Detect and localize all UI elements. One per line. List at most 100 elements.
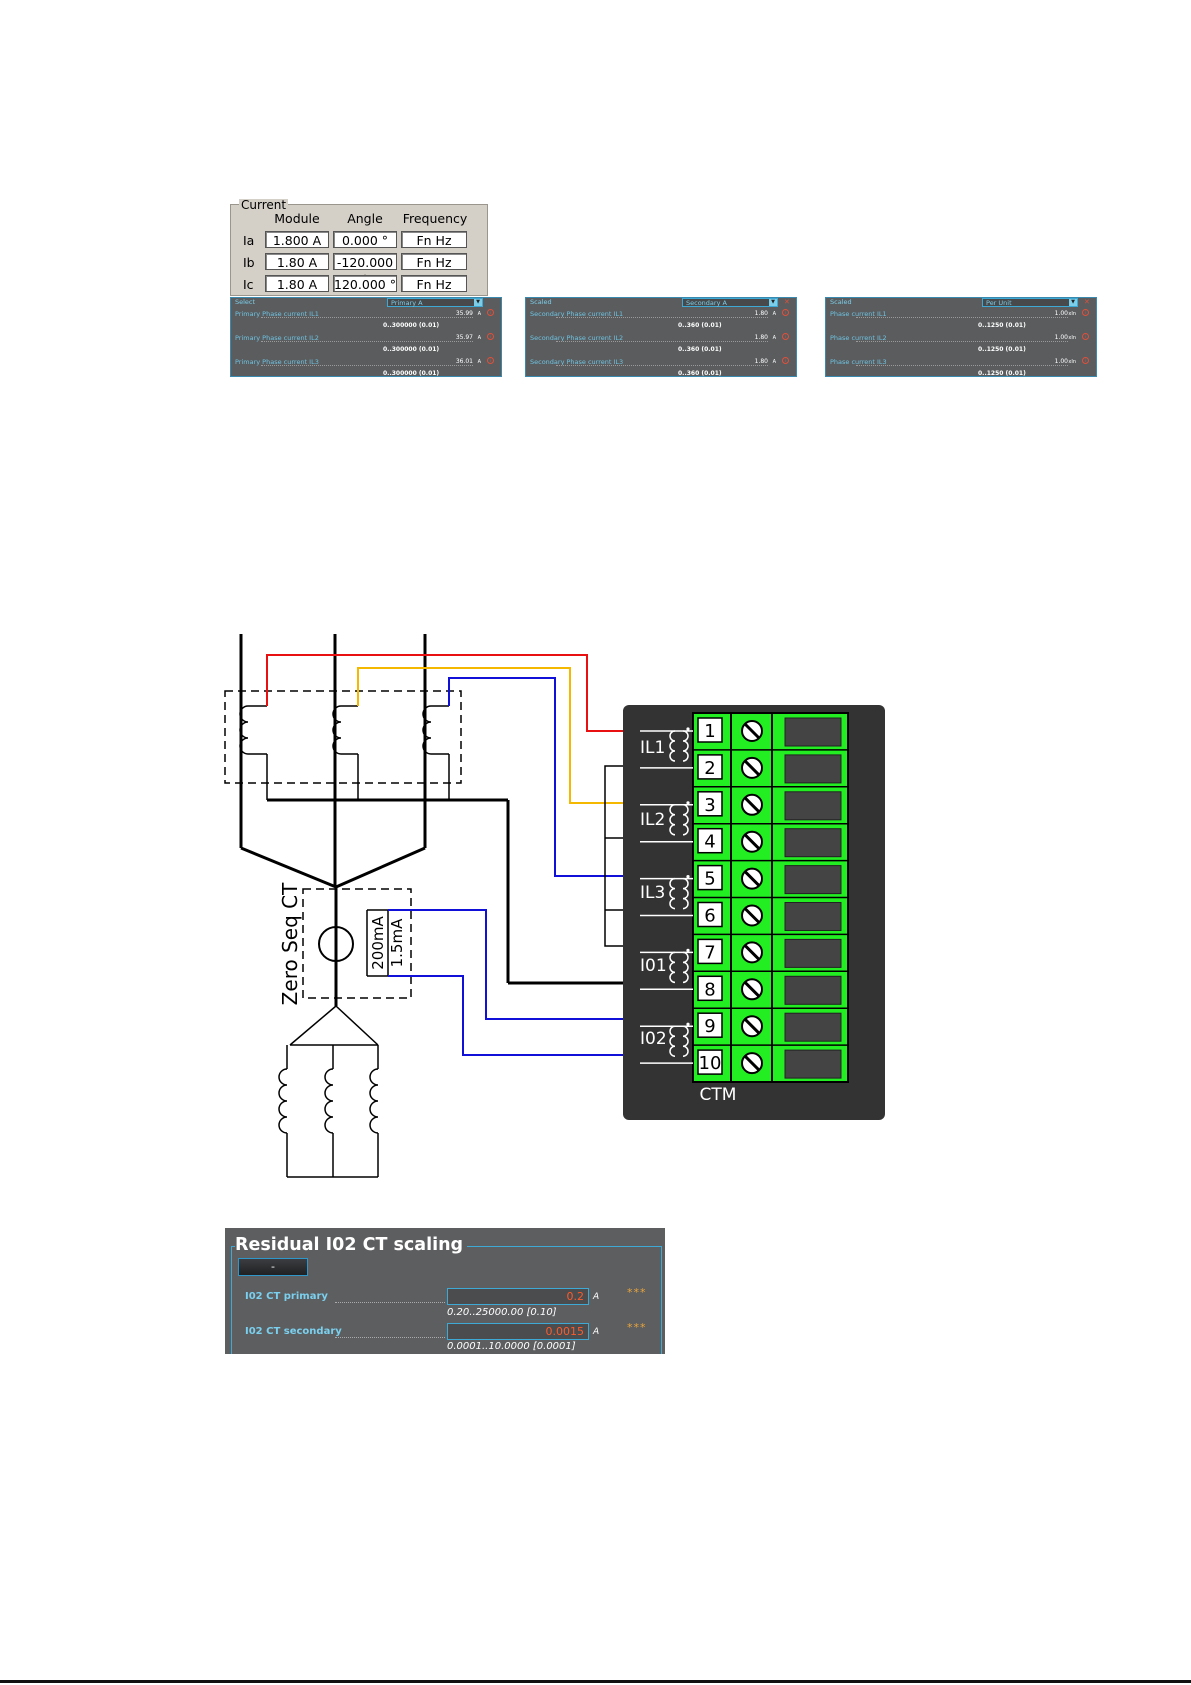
polarity-dot bbox=[686, 801, 690, 805]
footer-rule bbox=[0, 1680, 1191, 1683]
leader-dots bbox=[556, 317, 768, 318]
scaling-select-label: Scaled bbox=[530, 298, 552, 306]
row-label-ic: Ic bbox=[243, 277, 254, 292]
terminal-number: 3 bbox=[704, 795, 715, 816]
module-header: Module bbox=[274, 211, 320, 226]
info-icon[interactable]: i bbox=[782, 309, 789, 316]
terminal-number: 7 bbox=[704, 942, 715, 963]
channel-label-il1: IL1 bbox=[640, 738, 665, 758]
collapse-button[interactable]: - bbox=[238, 1258, 308, 1276]
i02-ct-primary-input[interactable]: 0.2 bbox=[447, 1288, 589, 1305]
i02-ct-secondary-input[interactable]: 0.0015 bbox=[447, 1323, 589, 1340]
close-icon[interactable]: ✕ bbox=[784, 298, 790, 306]
info-icon[interactable]: i bbox=[487, 333, 494, 340]
measurement-label: Primary Phase current IL3 bbox=[235, 358, 319, 366]
info-icon[interactable]: i bbox=[782, 333, 789, 340]
info-icon[interactable]: i bbox=[1082, 357, 1089, 364]
chevron-down-icon: ▼ bbox=[1069, 299, 1077, 306]
measurement-value: 1.80 bbox=[754, 310, 768, 317]
row-label-ia: Ia bbox=[243, 233, 255, 248]
wire-entry-slot bbox=[784, 791, 842, 821]
info-icon[interactable]: i bbox=[487, 309, 494, 316]
scaling-select[interactable]: Per Unit▼ bbox=[982, 298, 1078, 307]
measurement-label: Primary Phase current IL2 bbox=[235, 334, 319, 342]
measurement-range: 0..360 (0.01) bbox=[678, 346, 722, 353]
ic-angle-field[interactable]: 120.000 ° bbox=[333, 275, 397, 292]
channel-coil bbox=[669, 1025, 676, 1057]
measurement-range: 0..360 (0.01) bbox=[678, 322, 722, 329]
ia-module-field[interactable]: 1.800 A bbox=[265, 231, 329, 248]
screw-slot bbox=[743, 907, 761, 924]
ic-module-field[interactable]: 1.80 A bbox=[265, 275, 329, 292]
leader-dots bbox=[335, 1337, 445, 1338]
leader-dots bbox=[556, 341, 768, 342]
ia-frequency-field[interactable]: Fn Hz bbox=[401, 231, 467, 248]
measurement-row: Secondary Phase current IL2 1.80 A i 0..… bbox=[526, 333, 796, 358]
measurement-row: Phase current IL3 1.00 xIn i 0..1250 (0.… bbox=[826, 357, 1096, 382]
scaling-select-value: Secondary A bbox=[686, 299, 727, 307]
measurement-value: 35.99 bbox=[455, 310, 473, 317]
wire-entry-slot bbox=[784, 754, 842, 784]
measurement-row: Primary Phase current IL3 36.01 A i 0..3… bbox=[231, 357, 501, 382]
measurement-unit: A bbox=[477, 359, 481, 365]
scaling-select[interactable]: Primary A▼ bbox=[387, 298, 483, 307]
phase-1-wire bbox=[266, 654, 640, 732]
measurement-range: 0..1250 (0.01) bbox=[978, 346, 1026, 353]
leader-dots bbox=[856, 317, 1068, 318]
i02-ct-secondary-range: 0.0001..10.0000 [0.0001] bbox=[447, 1341, 576, 1352]
measurement-range: 0..300000 (0.01) bbox=[383, 322, 440, 329]
measurement-label: Phase current IL1 bbox=[830, 310, 887, 318]
screw-slot bbox=[743, 796, 761, 813]
ia-angle-field[interactable]: 0.000 ° bbox=[333, 231, 397, 248]
measurement-label: Secondary Phase current IL2 bbox=[530, 334, 624, 342]
channel-label-i01: I01 bbox=[640, 956, 667, 976]
screw-slot bbox=[743, 833, 761, 850]
i02-ct-primary-range: 0.20..25000.00 [0.10] bbox=[447, 1307, 557, 1318]
ib-frequency-field[interactable]: Fn Hz bbox=[401, 253, 467, 270]
ic-frequency-field[interactable]: Fn Hz bbox=[401, 275, 467, 292]
chevron-down-icon: ▼ bbox=[474, 299, 482, 306]
screw-slot bbox=[743, 981, 761, 998]
measurement-label: Secondary Phase current IL3 bbox=[530, 358, 624, 366]
measurement-unit: A bbox=[477, 311, 481, 317]
terminal-number: 1 bbox=[704, 721, 715, 742]
leader-dots bbox=[556, 365, 768, 366]
info-icon[interactable]: i bbox=[1082, 333, 1089, 340]
screw-slot bbox=[743, 1055, 761, 1072]
channel-coil bbox=[682, 1025, 689, 1057]
secondary-scaling-panel: Scaled Secondary A▼ ✕ Secondary Phase cu… bbox=[525, 297, 797, 377]
terminal-number-box bbox=[697, 901, 723, 928]
screw-slot bbox=[743, 1018, 761, 1035]
terminal-number-box bbox=[697, 1049, 723, 1075]
info-icon[interactable]: i bbox=[782, 357, 789, 364]
info-icon[interactable]: i bbox=[1082, 309, 1089, 316]
measurement-value: 1.00 bbox=[1054, 310, 1068, 317]
polarity-dot bbox=[686, 948, 690, 953]
ctm-label: CTM bbox=[700, 1085, 737, 1105]
ib-module-field[interactable]: 1.80 A bbox=[265, 253, 329, 270]
phase-ct-box bbox=[224, 690, 462, 784]
measurement-value: 36.01 bbox=[455, 358, 473, 365]
measurement-value: 35.97 bbox=[455, 334, 473, 341]
scaling-select[interactable]: Secondary A▼ bbox=[682, 298, 778, 307]
close-icon[interactable]: ✕ bbox=[1084, 298, 1090, 306]
measurement-row: Secondary Phase current IL3 1.80 A i 0..… bbox=[526, 357, 796, 382]
terminal-number: 9 bbox=[704, 1016, 715, 1037]
zero-seq-ct-box bbox=[302, 888, 412, 999]
measurement-range: 0..300000 (0.01) bbox=[383, 346, 440, 353]
wire-entry-slot bbox=[784, 902, 842, 931]
measurement-label: Phase current IL2 bbox=[830, 334, 887, 342]
measurement-value: 1.80 bbox=[754, 358, 768, 365]
ib-angle-field[interactable]: -120.000 ° bbox=[333, 253, 397, 287]
angle-header: Angle bbox=[347, 211, 383, 226]
wire-entry-slot bbox=[784, 1012, 842, 1042]
polarity-dot bbox=[686, 875, 690, 879]
measurement-unit: xIn bbox=[1068, 335, 1076, 341]
terminal-number: 10 bbox=[699, 1053, 722, 1074]
primary-scaling-panel: Select Primary A▼ Primary Phase current … bbox=[230, 297, 502, 377]
leader-dots bbox=[261, 365, 473, 366]
measurement-unit: A bbox=[772, 311, 776, 317]
channel-label-il3: IL3 bbox=[640, 883, 665, 903]
info-icon[interactable]: i bbox=[487, 357, 494, 364]
channel-coil bbox=[682, 804, 689, 836]
